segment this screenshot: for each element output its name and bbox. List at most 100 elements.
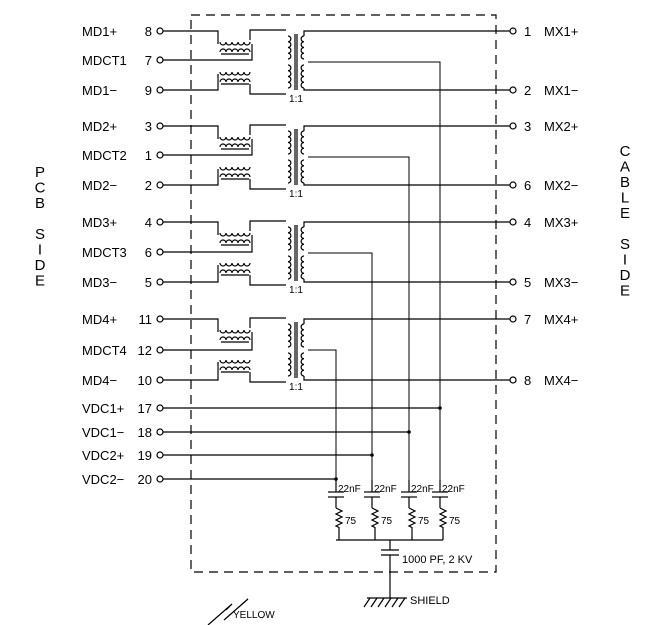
- turns-ratio: 1:1: [289, 94, 303, 105]
- left-pin-number: 18: [138, 425, 152, 440]
- transformer-winding: [300, 159, 305, 184]
- left-pin-number: 12: [138, 343, 152, 358]
- choke-winding: [219, 366, 251, 371]
- cable-side-letter: D: [620, 267, 631, 284]
- resistor-zigzag: [438, 507, 448, 540]
- left-pin-number: 19: [138, 448, 152, 463]
- terminal: [156, 315, 164, 323]
- terminal: [156, 346, 164, 354]
- terminal: [156, 428, 164, 436]
- left-pin-number: 1: [145, 148, 152, 163]
- pcb-side-letter: I: [38, 242, 42, 259]
- terminal: [156, 376, 164, 384]
- secondary-plus-wire: [303, 125, 510, 131]
- primary-plus-wire: [163, 125, 219, 139]
- choke-out-wire: [249, 29, 286, 40]
- transformer-winding: [287, 35, 292, 60]
- terminal: [156, 122, 164, 130]
- left-pin-number: 8: [145, 24, 152, 39]
- hv-cap-label: 1000 PF, 2 KV: [402, 554, 473, 566]
- cap-value: 22nF: [374, 484, 397, 495]
- shield-hatch: [391, 597, 399, 608]
- terminal: [156, 404, 164, 412]
- terminal: [156, 27, 164, 35]
- left-pin-number: 10: [138, 373, 152, 388]
- primary-minus-wire: [163, 169, 219, 186]
- secondary-plus-wire: [303, 30, 510, 36]
- junction-dot: [438, 406, 442, 410]
- shield-hatch: [384, 597, 392, 608]
- transformer-winding: [287, 352, 292, 377]
- right-pin-number: 3: [524, 119, 531, 134]
- left-pin-number: 6: [145, 245, 152, 260]
- terminal: [156, 86, 164, 94]
- terminal: [509, 86, 517, 94]
- left-pin-name: MD3+: [82, 215, 117, 230]
- left-pin-name: MDCT2: [82, 148, 127, 163]
- left-pin-name: VDC2−: [82, 472, 124, 487]
- choke-out-wire: [249, 220, 286, 231]
- choke-winding: [219, 71, 251, 76]
- right-pin-name: MX3−: [544, 275, 578, 290]
- transformer-winding: [300, 352, 305, 377]
- pcb-side-letter: S: [35, 226, 45, 243]
- secondary-tap-wire: [308, 349, 337, 480]
- cap-value: 22nF: [442, 484, 465, 495]
- primary-plus-wire: [163, 318, 219, 332]
- left-pin-number: 11: [139, 312, 153, 327]
- shield-hatch: [377, 597, 385, 608]
- resistor-zigzag: [334, 507, 344, 540]
- cable-side-letter: C: [620, 143, 631, 160]
- choke-winding: [219, 262, 251, 267]
- choke-winding: [219, 48, 251, 53]
- pcb-side-letter: D: [35, 257, 46, 274]
- choke-winding: [219, 166, 251, 171]
- choke-out-wire: [249, 84, 286, 95]
- choke-winding: [219, 239, 251, 244]
- choke-winding: [219, 143, 251, 148]
- transformer-winding: [300, 255, 305, 280]
- terminal: [509, 27, 517, 35]
- left-pin-name: VDC1+: [82, 401, 124, 416]
- terminal: [509, 315, 517, 323]
- right-pin-number: 7: [524, 312, 531, 327]
- transformer-winding: [300, 226, 305, 251]
- resistor-value: 75: [381, 516, 393, 527]
- junction-dot: [370, 453, 374, 457]
- left-pin-number: 20: [138, 472, 152, 487]
- left-pin-name: MD1+: [82, 24, 117, 39]
- led-label: YELLOW: [233, 610, 275, 621]
- primary-minus-wire: [163, 74, 219, 91]
- transformer-winding: [300, 130, 305, 155]
- secondary-minus-wire: [303, 88, 510, 91]
- right-pin-number: 5: [524, 275, 531, 290]
- cable-side-letter: I: [623, 252, 627, 269]
- terminal: [156, 181, 164, 189]
- secondary-minus-wire: [303, 183, 510, 186]
- choke-out-wire: [249, 317, 286, 328]
- left-pin-name: MDCT1: [82, 53, 127, 68]
- resistor-value: 75: [418, 516, 430, 527]
- left-pin-number: 2: [145, 178, 152, 193]
- terminal: [156, 451, 164, 459]
- left-pin-number: 9: [145, 83, 152, 98]
- cable-side-letter: S: [620, 236, 630, 253]
- resistor-value: 75: [345, 516, 357, 527]
- transformer-winding: [287, 130, 292, 155]
- terminal: [509, 181, 517, 189]
- secondary-tap-wire: [308, 61, 441, 480]
- choke-winding: [219, 329, 251, 334]
- left-pin-name: MDCT3: [82, 245, 127, 260]
- transformer-winding: [287, 226, 292, 251]
- left-pin-name: MD4+: [82, 312, 117, 327]
- terminal: [156, 248, 164, 256]
- primary-minus-wire: [163, 362, 219, 381]
- choke-winding: [219, 136, 251, 141]
- transformer-winding: [300, 64, 305, 89]
- transformer-winding: [287, 323, 292, 348]
- cable-side-letter: E: [620, 283, 630, 300]
- shield-hatch: [370, 597, 378, 608]
